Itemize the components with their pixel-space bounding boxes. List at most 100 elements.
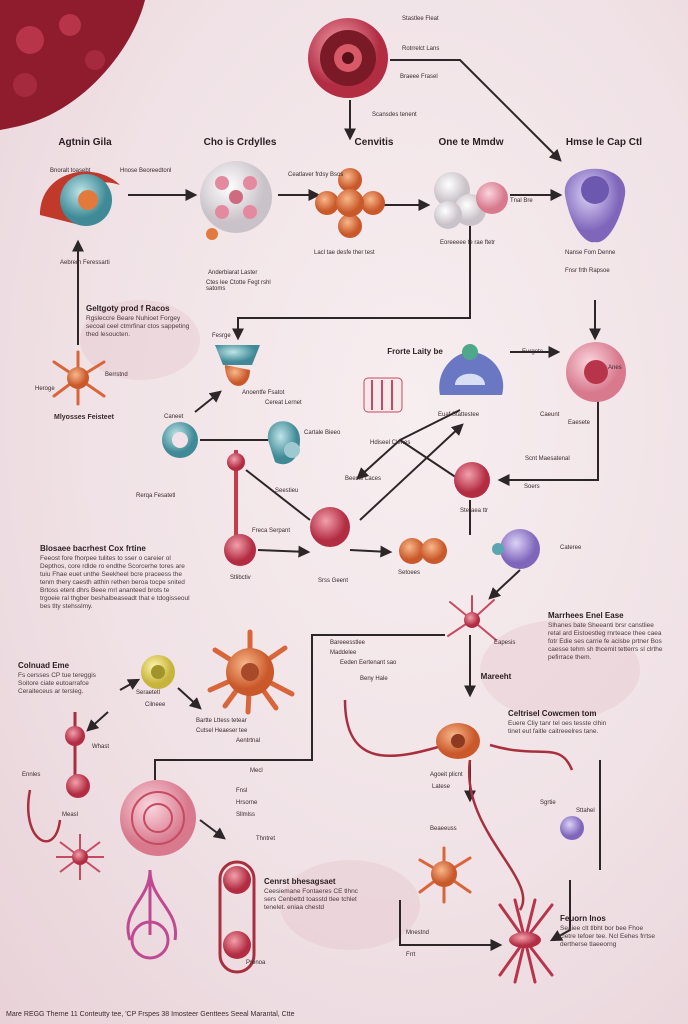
tag: Hdiseel Clenes [370,440,411,446]
tag: Whast [92,744,110,750]
tag: Berrstnd [105,372,128,378]
title-mareeht: Mareeht [480,672,512,681]
bg-blotch [480,620,640,720]
tag: Anderbiarat Laster [208,270,258,276]
tag: Steraea ttr [460,508,489,514]
tag: Agoeit plicnt [430,772,463,778]
tag: Caeunt [540,412,560,418]
bg-blotch [280,860,420,950]
tag: Eurgete [522,349,544,355]
cell-purple-spiky [492,529,540,569]
cell-ring-teal [162,422,198,458]
para-celtrisel-title: Celtrisel Cowcmen tom [508,709,597,718]
tag: Beesle Laces [345,476,382,482]
tag: Lacl tae desfe ther test [314,250,375,256]
bg-blotch [80,300,200,380]
tag: Freca Serpant [252,528,291,534]
tag: Eoreeeee te rae ftetr [440,240,496,246]
arrow-small-to-big [257,545,311,558]
tag: Fesrge [212,333,231,339]
tag: Beaeeuss [430,826,457,832]
para-cenrst: Cenrst bhesagsaet Ceesiemane Fontaeres C… [264,878,364,912]
para-blosaee-title: Blosaee bacrhest Cox frtine [40,544,146,553]
tag: Aebrern Feressarti [60,260,110,266]
tag: Measl [62,812,79,818]
para-feuorn-title: Feuorn Inos [560,914,606,923]
para-marrhees-title: Marrhees Enel Ease [548,611,624,620]
tag: Ceatlaver frdsy Bsos [288,172,344,178]
tag: Scnt Maesatenal [525,456,570,462]
para-geltgoty: Geltgoty prod f Racos Rgsleccre Beare Nu… [86,305,196,339]
tag: Nanse Fom Denne [565,250,616,256]
cell-mmdw-cluster [434,172,508,229]
tag: Prenoa [246,960,266,966]
para-cenrst-title: Cenrst bhesagsaet [264,877,336,886]
tag: Scansdes tenent [372,112,417,118]
cell-fiber-bundle [498,898,554,984]
tag: Frrt [406,952,416,958]
tag: Eaesete [568,420,591,426]
tag: Sgrtie [540,800,556,806]
tag: Cateree [560,545,582,551]
para-feuorn-body: Seaiee clt tlbht bor bee Fhoe cietre tef… [560,925,656,948]
para-cenrst-body: Ceesiemane Fontaeres CE tlhnc sers Cenbe… [264,888,358,911]
arrow-disc-to-chain [199,819,226,840]
tag: Thntret [256,836,276,842]
cell-snail-teal [215,345,260,386]
para-geltgoty-title: Geltgoty prod f Racos [86,304,170,313]
cell-small-purple [560,816,584,840]
arrow-top-to-capctl [390,59,562,162]
tag: Ennles [22,772,41,778]
tag: Setoees [398,570,421,576]
cell-red-chain [218,860,256,974]
tag: Cilneee [145,702,166,708]
tag: Eeden Eertenant sao [340,660,397,666]
tag: Tnal Bre [510,198,533,204]
tag: Hnose Beoreedtonl [120,168,172,174]
tag: Bareeesstlee [330,640,366,646]
tag: Cutsel Heaeser tee [196,728,248,734]
arrow-purple-to-neuron [488,569,521,600]
cell-orange-pair [399,538,447,564]
cell-left-snowflake [56,834,104,880]
cell-teal-blob [267,421,300,465]
para-geltgoty-body: Rgsleccre Beare Nuhioet Forgey secoal ce… [86,315,190,338]
cell-top-red-disc [308,18,388,98]
tag: Bnoralt toasebt [50,168,91,174]
tag: Anoentfe Fsatot [242,390,285,396]
cell-pink-disc [120,780,196,856]
tag: Braeee Frasel [400,74,438,80]
para-celtrisel: Celtrisel Cowcmen tom Euere Cliy tanr te… [508,710,608,736]
arrow-to-fiber [399,900,503,951]
tag: Latese [432,784,451,790]
title-crdylles: Cho is Crdylles [203,137,277,148]
arrow-diag-down [356,438,461,481]
cell-small-red-top [227,453,245,471]
para-marrhees-body: Slhanes bate Sheeanti brsr canstliee ret… [548,622,663,661]
tag: Fnsr frth Rapsoe [565,268,610,274]
cell-crdylles-white [200,161,272,240]
tag: Beny Hale [360,676,388,682]
tag: Seraetetl [136,690,161,696]
line-big-loop [154,634,445,780]
tag: Mnestnd [406,930,430,936]
cell-large-neuron [207,629,295,715]
arrow-ring-to-snail [194,390,222,413]
cell-capctl-purple [564,168,626,243]
tag: Hrsorne [236,800,258,806]
title-cenvitis: Cenvitis [354,137,394,148]
arrow-big-to-orange [349,545,393,558]
cell-small-red-left [224,534,256,566]
tag: Ctes lee Ctotte Fegt rshl satoms [206,280,271,292]
tag: Eapesis [494,640,516,646]
cell-cenvitis-cross [315,168,385,238]
tag: Soers [524,484,540,490]
cell-left-tree [65,712,90,798]
cell-yellow [141,655,175,689]
tag: Seestieu [275,488,299,494]
para-celtrisel-body: Euere Cliy tanr tel oes tesste clhin tin… [508,720,607,735]
title-mmdw: One te Mmdw [438,137,504,148]
cell-left-orange-neuron [52,350,106,406]
para-blosaee: Blosaee bacrhest Cox frtine Feeost fore … [40,545,190,611]
tag: Srss Geent [318,578,349,584]
